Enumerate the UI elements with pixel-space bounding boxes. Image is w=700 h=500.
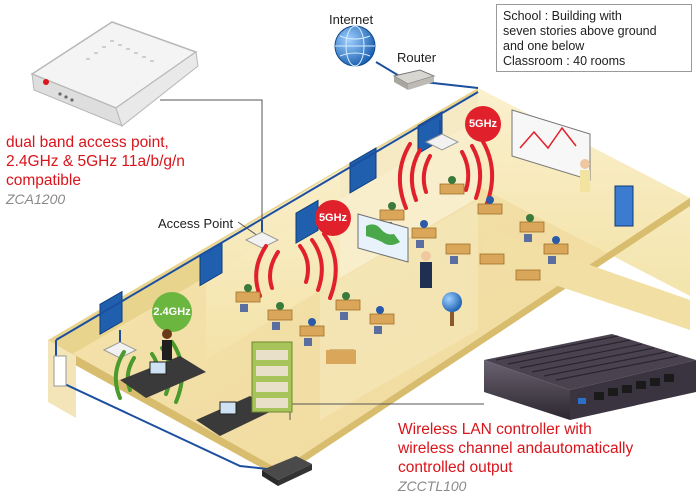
chair	[416, 240, 424, 248]
partition-wall-3	[320, 200, 478, 420]
student	[308, 318, 316, 326]
chair	[272, 322, 280, 330]
teacher	[420, 262, 432, 288]
ap-desc-line: 2.4GHz & 5GHz 11a/b/g/n	[6, 153, 185, 170]
computer-desk	[120, 356, 206, 398]
ceiling-access-points	[102, 133, 460, 359]
desk	[445, 243, 471, 255]
desk	[411, 227, 437, 239]
access-point-label: Access Point	[158, 216, 234, 231]
controller-desc-line: wireless channel andautomatically	[398, 440, 634, 457]
student	[276, 302, 284, 310]
desk	[479, 253, 505, 265]
ap-desc-line: dual band access point,	[6, 134, 169, 151]
desk	[439, 183, 465, 195]
student	[552, 236, 560, 244]
cable-ceiling-main	[55, 91, 479, 341]
windows	[99, 111, 634, 336]
chair	[548, 256, 556, 264]
window	[614, 185, 634, 227]
student	[526, 214, 534, 222]
building-front-wall	[48, 340, 280, 478]
controller-description: Wireless LAN controller with wireless ch…	[398, 420, 633, 494]
window	[99, 290, 123, 336]
band-badges	[152, 106, 501, 332]
student	[448, 176, 456, 184]
computer-monitor	[219, 401, 237, 415]
band-label-5ghz-right: 5GHz	[468, 118, 498, 130]
student	[486, 196, 494, 204]
chair	[304, 338, 312, 346]
access-point-icon	[102, 341, 138, 359]
info-line: seven stories above ground	[503, 24, 657, 38]
desk	[299, 325, 325, 337]
floor-switch	[262, 456, 312, 486]
student	[342, 292, 350, 300]
desk	[519, 221, 545, 233]
student	[388, 202, 396, 210]
teacher-desk	[326, 350, 356, 364]
access-point-description: dual band access point, 2.4GHz & 5GHz 11…	[6, 133, 185, 207]
student	[244, 284, 252, 292]
access-point-icon	[244, 231, 280, 249]
desk	[235, 291, 261, 303]
chair	[240, 304, 248, 312]
school-info-box: School : Building with seven stories abo…	[496, 4, 692, 72]
chair	[524, 234, 532, 242]
teachers	[162, 159, 590, 360]
hallway-floor	[480, 230, 690, 330]
student	[376, 306, 384, 314]
chair	[450, 256, 458, 264]
controller-desc-line: controlled output	[398, 459, 513, 476]
ap-desc-line: compatible	[6, 172, 81, 189]
info-line: and one below	[503, 39, 585, 53]
router-label: Router	[397, 50, 437, 65]
access-point-icon	[424, 133, 460, 151]
classroom-furniture	[120, 176, 569, 436]
chair	[374, 326, 382, 334]
internet-label: Internet	[329, 12, 374, 27]
boards	[357, 109, 591, 263]
desk	[369, 313, 395, 325]
computer-monitor	[149, 361, 167, 375]
desk	[335, 299, 361, 311]
desk	[477, 203, 503, 215]
access-point-product-image	[30, 21, 199, 127]
leader-access-point	[237, 221, 259, 237]
desk	[267, 309, 293, 321]
desk	[543, 243, 569, 255]
badge-24ghz	[152, 292, 192, 332]
controller-product-image	[484, 334, 696, 420]
desk	[515, 269, 541, 281]
classroom-globe-icon	[442, 292, 462, 312]
desk	[379, 209, 405, 221]
band-label-24ghz: 2.4GHz	[153, 306, 191, 318]
leader-ap-product	[160, 99, 263, 222]
badge-5ghz-right	[465, 106, 501, 142]
window	[349, 147, 377, 194]
router-device	[392, 69, 436, 90]
student	[420, 220, 428, 228]
badge-5ghz-center	[315, 200, 351, 236]
band-label-5ghz-center: 5GHz	[318, 212, 348, 224]
internet-globe	[334, 25, 376, 67]
info-line: School : Building with	[503, 9, 622, 23]
teacher	[580, 170, 590, 192]
door	[53, 355, 67, 387]
teacher	[162, 340, 172, 360]
info-line: Classroom : 40 rooms	[503, 54, 626, 68]
ap-model-name: ZCA1200	[6, 191, 66, 207]
controller-desc-line: Wireless LAN controller with	[398, 421, 592, 438]
chair	[340, 312, 348, 320]
switch-icon	[262, 456, 312, 480]
controller-model-name: ZCCTL100	[398, 478, 467, 494]
